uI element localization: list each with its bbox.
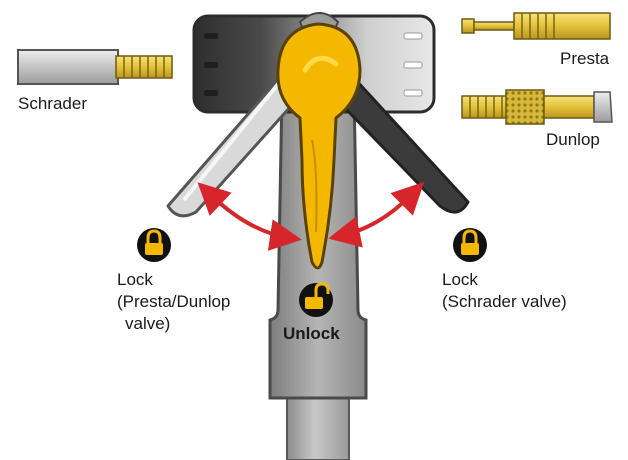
pump-shaft [286,394,350,460]
padlock-locked-icon [453,228,487,262]
schrader-label: Schrader [18,94,87,113]
arrow-left-swing [197,182,302,251]
lock-left-title: Lock [117,270,153,289]
arrow-right-swing [328,181,425,248]
padlock-locked-icon [137,228,171,262]
lock-right-line2: (Schrader valve) [442,292,567,311]
padlock-unlocked-icon [299,282,333,317]
presta-label: Presta [560,49,610,68]
schrader-valve [17,49,173,85]
presta-valve [461,12,611,40]
lock-right-title: Lock [442,270,478,289]
dunlop-label: Dunlop [546,130,600,149]
lever-current-yellow [276,22,362,270]
lock-left-line3: valve) [125,314,171,333]
dunlop-valve [461,89,613,125]
unlock-label: Unlock [283,324,340,343]
lock-left-line2: (Presta/Dunlop [117,292,231,311]
